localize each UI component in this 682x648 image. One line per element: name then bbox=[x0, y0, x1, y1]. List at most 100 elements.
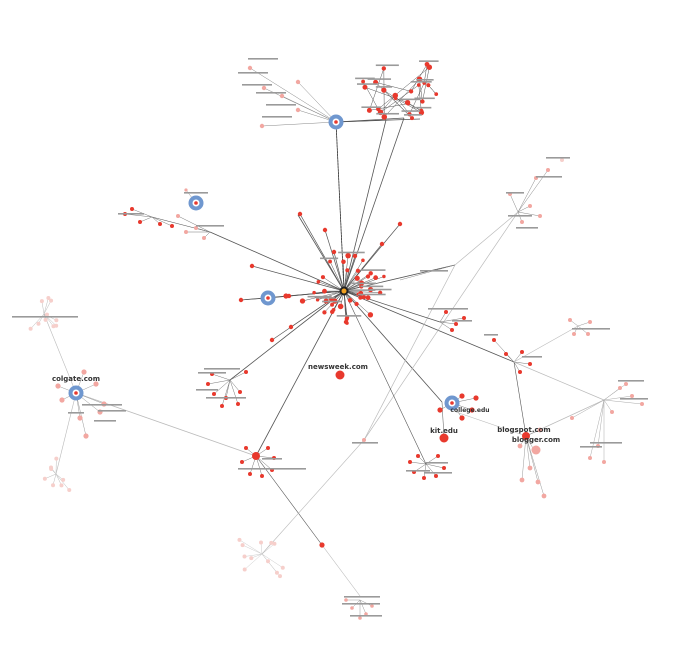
edge bbox=[343, 255, 356, 292]
node bbox=[59, 483, 64, 488]
node bbox=[444, 310, 448, 314]
micro-label bbox=[375, 64, 399, 67]
micro-label bbox=[238, 468, 306, 470]
edge bbox=[151, 216, 173, 227]
micro-label bbox=[262, 458, 282, 460]
edge bbox=[229, 290, 345, 381]
node bbox=[130, 207, 134, 211]
node bbox=[492, 338, 496, 342]
node bbox=[520, 220, 524, 224]
node bbox=[365, 295, 371, 301]
micro-label bbox=[420, 270, 448, 272]
node bbox=[261, 85, 267, 91]
micro-label bbox=[352, 442, 378, 444]
micro-label bbox=[262, 116, 292, 118]
micro-label bbox=[426, 462, 448, 464]
node bbox=[459, 415, 465, 421]
edge bbox=[244, 553, 263, 557]
node bbox=[406, 101, 411, 106]
edge bbox=[335, 118, 421, 123]
left-ring-hub-core bbox=[194, 201, 198, 205]
edge bbox=[261, 543, 275, 555]
edge bbox=[261, 553, 278, 573]
mid-ring-hub-core bbox=[266, 296, 270, 300]
node-layer bbox=[28, 61, 644, 620]
node bbox=[504, 352, 508, 356]
edge bbox=[343, 290, 427, 465]
node bbox=[184, 188, 188, 192]
micro-label bbox=[360, 269, 386, 271]
micro-label bbox=[316, 297, 335, 299]
node bbox=[345, 268, 350, 273]
micro-label bbox=[376, 112, 400, 115]
edge bbox=[242, 544, 263, 555]
micro-label bbox=[238, 72, 268, 74]
node bbox=[358, 616, 362, 620]
edge bbox=[321, 544, 361, 597]
edge bbox=[324, 229, 345, 292]
node bbox=[312, 290, 316, 295]
edge bbox=[239, 539, 263, 555]
edge bbox=[343, 255, 349, 292]
node bbox=[51, 324, 56, 329]
edge bbox=[318, 281, 345, 292]
edge bbox=[261, 121, 337, 127]
edge bbox=[517, 205, 531, 213]
label-layer: newsweek.com colgate.com blogspot.com bl… bbox=[12, 58, 648, 617]
node bbox=[322, 227, 328, 233]
node bbox=[588, 320, 592, 324]
node bbox=[274, 570, 279, 575]
node bbox=[618, 386, 622, 390]
node bbox=[54, 456, 59, 461]
edge bbox=[229, 379, 239, 405]
node bbox=[299, 298, 306, 304]
node bbox=[586, 332, 590, 336]
node bbox=[379, 241, 385, 247]
micro-label bbox=[406, 470, 430, 472]
node bbox=[202, 236, 206, 240]
node bbox=[426, 64, 433, 70]
edge bbox=[577, 325, 589, 335]
micro-label bbox=[506, 192, 524, 194]
micro-label bbox=[68, 412, 84, 414]
node bbox=[381, 114, 388, 120]
micro-label bbox=[572, 328, 610, 330]
node bbox=[572, 332, 576, 336]
micro-label bbox=[536, 176, 562, 178]
micro-label bbox=[266, 104, 296, 106]
node bbox=[546, 168, 550, 172]
node bbox=[361, 79, 366, 84]
micro-label bbox=[590, 442, 622, 444]
node bbox=[81, 369, 87, 375]
node bbox=[331, 249, 337, 255]
node bbox=[560, 158, 564, 162]
node bbox=[54, 318, 59, 323]
node bbox=[568, 318, 572, 322]
node bbox=[93, 381, 99, 387]
node bbox=[280, 565, 285, 570]
node bbox=[381, 87, 387, 93]
node bbox=[364, 612, 368, 616]
micro-label bbox=[355, 77, 375, 80]
node bbox=[240, 543, 245, 548]
node bbox=[77, 415, 83, 421]
edge bbox=[384, 79, 420, 118]
node bbox=[272, 541, 277, 546]
node bbox=[238, 390, 242, 394]
micro-label bbox=[419, 60, 439, 62]
node bbox=[640, 402, 644, 406]
node bbox=[373, 275, 379, 281]
node bbox=[409, 116, 414, 121]
edge bbox=[525, 435, 539, 483]
micro-label bbox=[248, 58, 278, 60]
node bbox=[347, 297, 353, 303]
edge bbox=[603, 383, 627, 401]
micro-label bbox=[403, 114, 422, 116]
bottom-center-hub bbox=[252, 452, 260, 460]
edge bbox=[597, 399, 605, 447]
edge bbox=[603, 395, 633, 401]
node bbox=[408, 460, 412, 464]
node bbox=[238, 297, 244, 303]
node bbox=[242, 567, 247, 572]
